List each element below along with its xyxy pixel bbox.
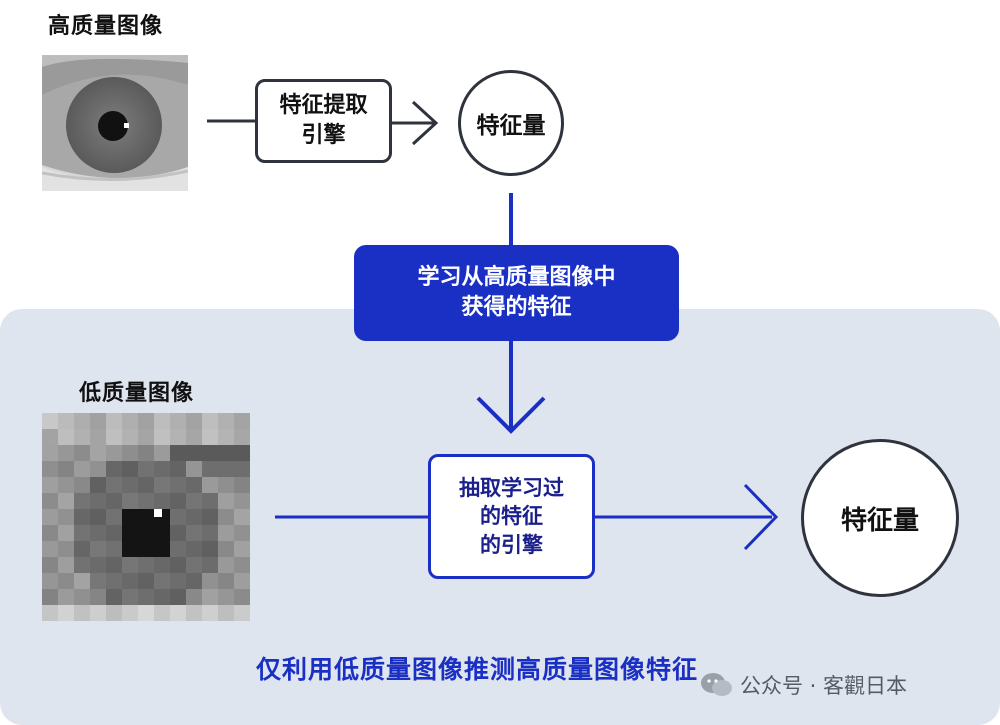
- caption-text: 仅利用低质量图像推测高质量图像特征: [256, 655, 699, 684]
- engine-line-3: 的引擎: [480, 532, 543, 557]
- engine-line-1: 抽取学习过: [459, 475, 564, 500]
- learning-line-1: 学习从高质量图像中: [417, 265, 616, 291]
- engine-line-2: 的特征: [480, 504, 543, 529]
- low-quality-image-label: 低质量图像: [79, 381, 195, 406]
- watermark-text: 公众号 · 客觀日本: [740, 674, 908, 698]
- feature-extraction-engine-box: 特征提取 引擎: [255, 79, 392, 163]
- feature-node-low: 特征量: [801, 439, 959, 597]
- learned-feature-engine-box: 抽取学习过 的特征 的引擎: [428, 454, 595, 579]
- wechat-icon: [701, 673, 732, 696]
- feature-label: 特征量: [476, 113, 546, 139]
- learning-line-2: 获得的特征: [461, 295, 572, 320]
- pixelated-eye-icon: [42, 413, 250, 621]
- learning-features-box: 学习从高质量图像中 获得的特征: [354, 245, 679, 341]
- feature-node-high: 特征量: [458, 70, 564, 176]
- eye-photo-icon: [42, 55, 188, 191]
- extractor-line-1: 特征提取: [279, 93, 368, 119]
- watermark: 公众号 · 客觀日本: [700, 670, 907, 700]
- high-quality-image-label: 高质量图像: [48, 14, 164, 39]
- extractor-line-2: 引擎: [301, 123, 346, 148]
- feature-label: 特征量: [840, 505, 919, 536]
